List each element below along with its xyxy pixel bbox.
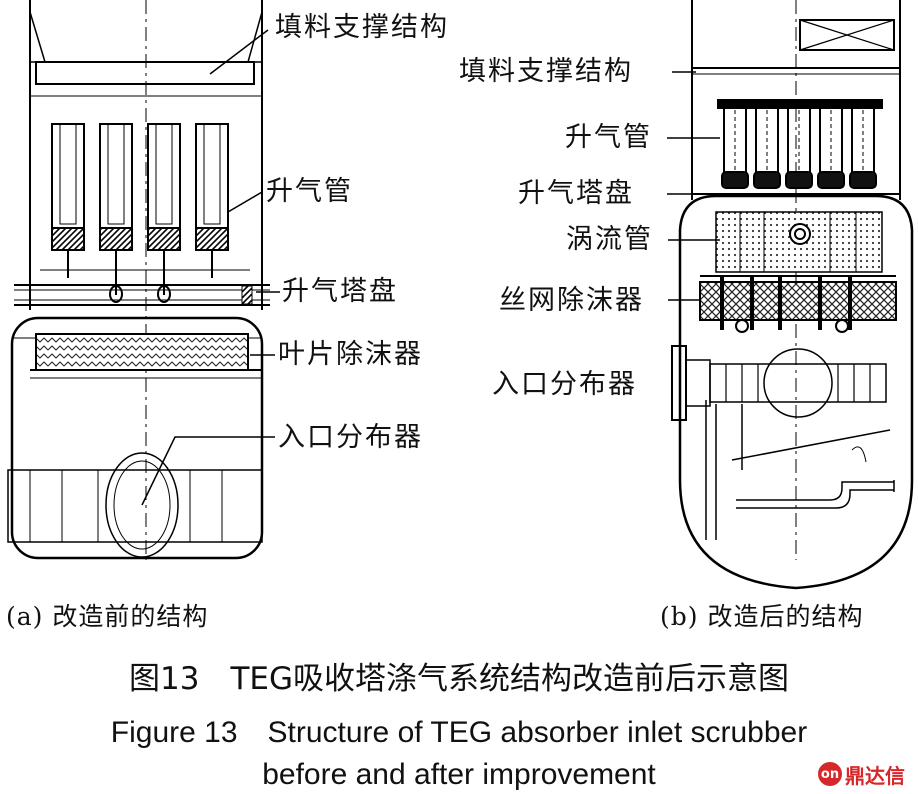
left-label-vane-demister: 叶片除沫器 [278,339,423,370]
chimney-tray [14,269,270,306]
subcaption-before: (a) 改造前的结构 [6,602,209,631]
watermark-logo-icon: on [818,762,842,786]
mesh-demister [699,276,897,333]
right-leader-lines [667,71,720,301]
left-diagram [7,0,280,560]
right-label-riser-tube: 升气管 [565,122,652,153]
left-label-chimney-tray: 升气塔盘 [282,276,398,307]
inlet-distributor [7,452,263,558]
right-label-packing-support: 填料支撑结构 [459,56,633,87]
subcaption-after: (b) 改造后的结构 [660,602,864,631]
watermark-text: 鼎达信 [845,763,905,788]
left-leader-lines [141,29,280,506]
vortex-tubes [700,211,896,277]
inlet-distributor-after [671,345,887,421]
left-label-packing-support: 填料支撑结构 [275,12,449,43]
figure-caption-zh: 图13 TEG吸收塔涤气系统结构改造前后示意图 [129,661,789,697]
right-label-vortex-tube: 涡流管 [566,224,653,255]
vessel-body [10,316,264,560]
riser-tubes-after [717,99,883,189]
drain-piping [705,400,895,540]
watermark: on 鼎达信 [818,760,905,788]
right-diagram [667,0,914,590]
packing-box [799,19,895,51]
right-label-chimney-tray: 升气塔盘 [518,178,634,209]
right-label-mesh-demister: 丝网除沫器 [499,285,644,316]
left-label-riser-tube: 升气管 [266,176,353,207]
riser-tubes [51,123,229,303]
vane-demister [35,333,249,371]
left-label-inlet-distributor: 入口分布器 [278,422,423,453]
right-label-inlet-distributor: 入口分布器 [492,369,637,400]
figure-caption-en-line2: before and after improvement [262,758,656,791]
figure-caption-en-line1: Figure 13 Structure of TEG absorber inle… [110,716,808,749]
vessel-body-after [678,194,914,590]
